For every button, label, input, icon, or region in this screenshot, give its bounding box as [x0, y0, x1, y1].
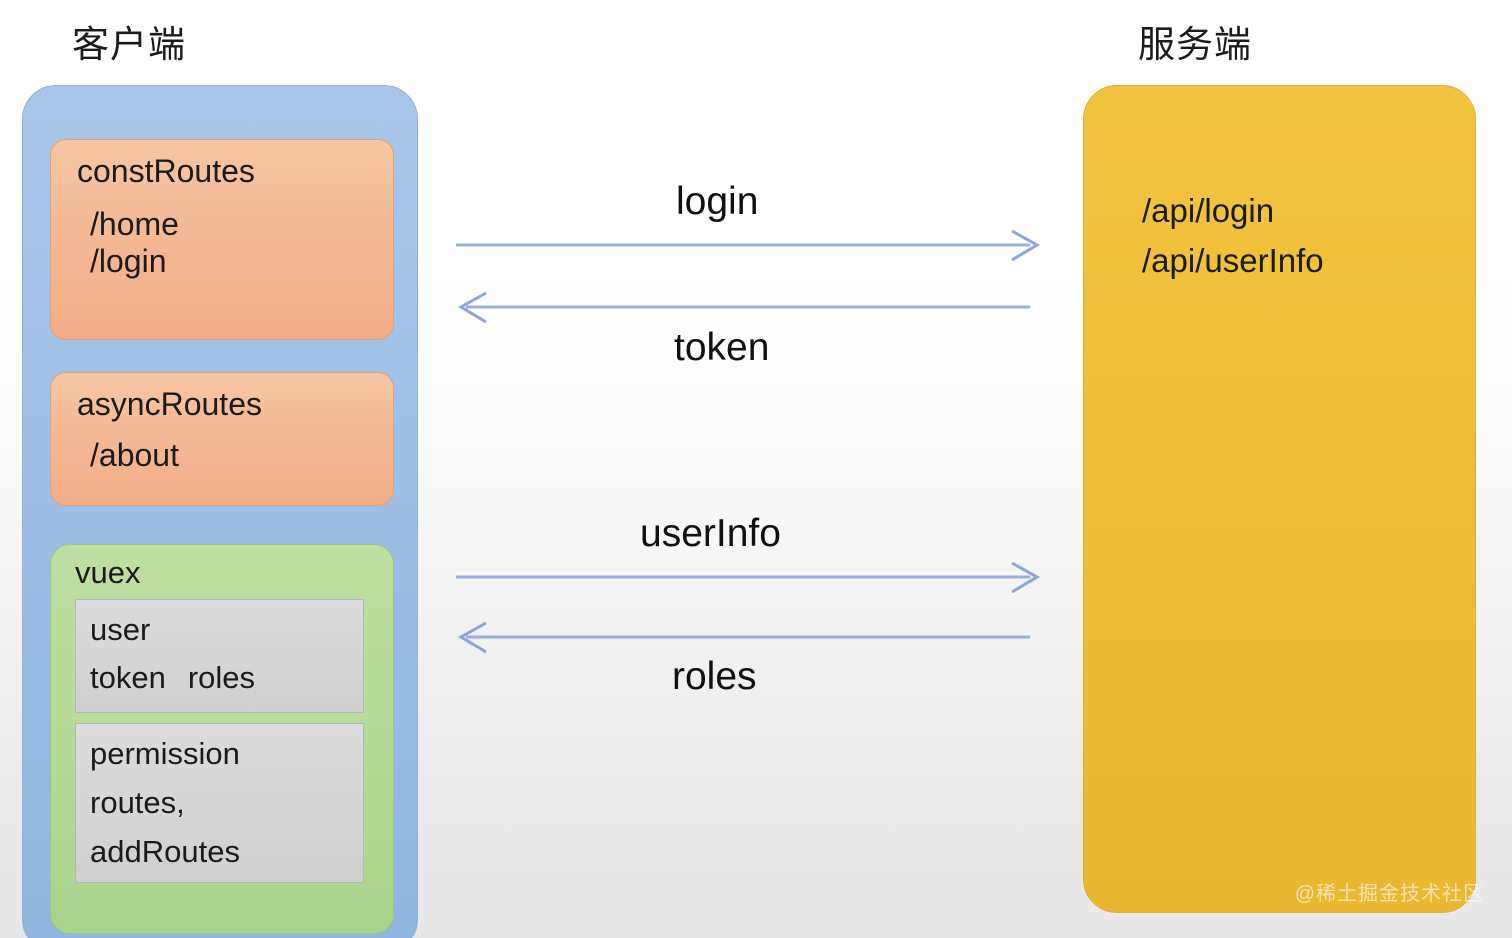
- vuex-user-module-box: user token roles: [75, 598, 364, 713]
- flow-label-roles: roles: [672, 655, 757, 698]
- flow-arrow-login: [456, 229, 1040, 262]
- flow-label-userinfo: userInfo: [640, 512, 781, 555]
- flow-arrow-token: [458, 291, 1030, 324]
- vuex-store-box: vuex user token roles permission routes, …: [50, 544, 394, 934]
- async-routes-box: asyncRoutes /about: [50, 372, 394, 506]
- server-endpoint-item: /api/login: [1142, 192, 1275, 229]
- flow-label-login: login: [676, 180, 759, 223]
- server-panel: [1083, 85, 1476, 913]
- server-endpoint-list: /api/login /api/userInfo: [1142, 186, 1324, 286]
- const-routes-title: constRoutes: [77, 153, 255, 189]
- client-panel-title: 客户端: [72, 24, 186, 65]
- server-panel-title: 服务端: [1138, 24, 1252, 65]
- vuex-permission-module-box: permission routes, addRoutes: [75, 722, 364, 883]
- vuex-user-module-fields: token roles: [90, 654, 349, 702]
- server-endpoint-item: /api/userInfo: [1142, 242, 1324, 280]
- async-route-item: /about: [90, 436, 179, 473]
- vuex-permission-field: addRoutes: [90, 833, 240, 869]
- vuex-user-module-name: user: [90, 611, 151, 647]
- async-routes-list: /about: [77, 437, 367, 474]
- async-routes-title: asyncRoutes: [77, 386, 262, 422]
- flow-label-token: token: [674, 326, 770, 369]
- vuex-user-field: token: [90, 659, 166, 695]
- const-route-item: /home: [90, 205, 179, 242]
- vuex-user-field: roles: [187, 659, 256, 695]
- flow-arrow-userinfo: [456, 561, 1040, 594]
- const-routes-list: /home /login: [77, 206, 367, 281]
- const-route-item: /login: [90, 243, 167, 280]
- const-routes-box: constRoutes /home /login: [50, 139, 394, 340]
- vuex-permission-module-name: permission: [90, 735, 240, 771]
- watermark: @稀土掘金技术社区: [1294, 883, 1484, 905]
- flow-arrow-roles: [458, 621, 1030, 654]
- vuex-label: vuex: [75, 555, 141, 590]
- vuex-permission-field: routes,: [90, 784, 185, 820]
